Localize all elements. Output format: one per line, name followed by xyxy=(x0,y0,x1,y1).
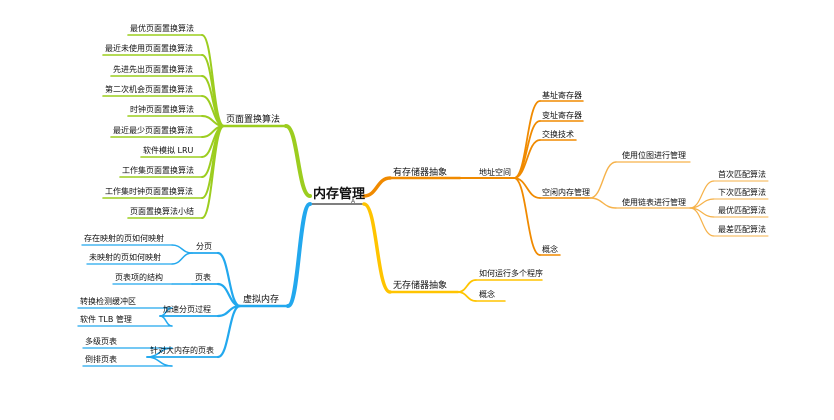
blue-item[interactable]: 存在映射的页如何映射 xyxy=(84,234,164,243)
yellow-branch-label[interactable]: 无存储器抽象 xyxy=(393,281,448,291)
orange-leaf-link xyxy=(513,120,541,179)
green-leaf-link xyxy=(201,54,225,127)
free-mem-list-link xyxy=(589,197,617,209)
blue-item[interactable]: 倒排页表 xyxy=(85,355,117,364)
blue-item[interactable]: 转换检测缓冲区 xyxy=(80,297,136,306)
blue-leaf-link xyxy=(159,315,173,327)
yellow-item[interactable]: 如何运行多个程序 xyxy=(479,269,543,278)
green-item[interactable]: 时钟页面置换算法 xyxy=(130,105,194,114)
green-item[interactable]: 工作集页面置换算法 xyxy=(122,166,194,175)
blue-leaf-link xyxy=(171,244,193,254)
orange-item[interactable]: 变址寄存器 xyxy=(542,111,582,120)
orange-item[interactable]: 基址寄存器 xyxy=(542,91,582,100)
blue-group-label[interactable]: 加速分页过程 xyxy=(163,305,211,314)
root-marker: A xyxy=(351,198,356,205)
blue-group-link xyxy=(216,251,242,308)
green-item[interactable]: 先进先出页面置换算法 xyxy=(113,65,193,74)
free-mem-bitmap[interactable]: 使用位图进行管理 xyxy=(622,151,686,160)
blue-leaf-link xyxy=(171,252,193,265)
orange-leaf-link xyxy=(513,139,541,179)
blue-leaf-link xyxy=(146,356,173,367)
green-item[interactable]: 第二次机会页面置换算法 xyxy=(105,85,193,94)
fit-item[interactable]: 最差匹配算法 xyxy=(718,225,766,234)
blue-branch-label[interactable]: 虚拟内存 xyxy=(243,295,280,305)
orange-item[interactable]: 交换技术 xyxy=(542,130,574,139)
orange-leaf-link xyxy=(513,177,541,256)
orange-branch-label[interactable]: 有存储器抽象 xyxy=(393,168,448,178)
fit-item[interactable]: 首次匹配算法 xyxy=(718,170,766,179)
green-leaf-link xyxy=(201,125,225,219)
free-mem-bitmap-link xyxy=(589,161,617,199)
green-item[interactable]: 工作集时钟页面置换算法 xyxy=(105,187,193,196)
green-item[interactable]: 最优页面置换算法 xyxy=(130,24,194,33)
blue-group-label[interactable]: 针对大内存的页表 xyxy=(150,346,214,355)
orange-trunk-link xyxy=(362,176,392,198)
yellow-trunk-link xyxy=(362,202,392,294)
green-branch-label[interactable]: 页面置换算法 xyxy=(226,115,281,125)
green-item[interactable]: 最近未使用页面置换算法 xyxy=(105,44,193,53)
fit-link xyxy=(689,207,715,237)
blue-group-label[interactable]: 页表 xyxy=(195,273,211,282)
root-node[interactable]: 内存管理 xyxy=(313,187,366,202)
orange-item[interactable]: 空闲内存管理 xyxy=(542,188,590,197)
blue-group-link xyxy=(216,304,242,359)
blue-trunk-link xyxy=(286,202,312,308)
fit-item[interactable]: 最优匹配算法 xyxy=(718,206,766,215)
yellow-leaf-link xyxy=(457,291,477,302)
yellow-leaf-link xyxy=(457,279,477,293)
blue-item[interactable]: 页表项的结构 xyxy=(115,273,163,282)
yellow-item[interactable]: 概念 xyxy=(479,290,495,299)
orange-item[interactable]: 概念 xyxy=(542,245,558,254)
free-mem-list[interactable]: 使用链表进行管理 xyxy=(622,198,686,207)
orange-sub-label[interactable]: 地址空间 xyxy=(479,168,511,177)
green-trunk-link xyxy=(284,124,312,198)
blue-group-label[interactable]: 分页 xyxy=(196,242,212,251)
green-item[interactable]: 最近最少页面置换算法 xyxy=(113,126,193,135)
blue-item[interactable]: 软件 TLB 管理 xyxy=(80,315,132,324)
green-item[interactable]: 页面置换算法小结 xyxy=(130,207,194,216)
blue-item[interactable]: 多级页表 xyxy=(85,337,117,346)
green-item[interactable]: 软件模拟 LRU xyxy=(143,146,194,155)
blue-item[interactable]: 未映射的页如何映射 xyxy=(89,253,161,262)
fit-item[interactable]: 下次匹配算法 xyxy=(718,188,766,197)
orange-leaf-link xyxy=(513,100,541,179)
